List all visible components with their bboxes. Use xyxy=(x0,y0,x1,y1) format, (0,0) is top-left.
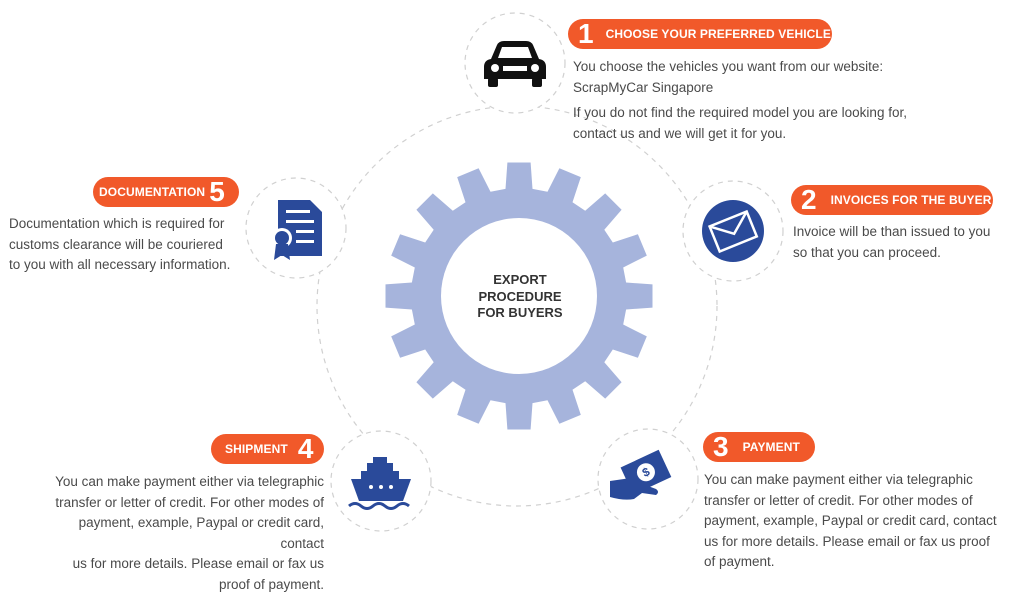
money-hand-icon: $ xyxy=(610,449,672,500)
step-3-number: 3 xyxy=(713,431,729,462)
step-5-badge: DOCUMENTATION 5 xyxy=(93,177,239,207)
ship-icon xyxy=(348,457,411,510)
document-icon xyxy=(272,200,322,260)
desc-line: If you do not find the required model yo… xyxy=(573,105,907,120)
desc-line: ScrapMyCar Singapore xyxy=(573,79,714,95)
envelope-icon xyxy=(702,200,764,262)
step-4-badge: SHIPMENT 4 xyxy=(211,434,324,464)
desc-line: us for more details. Please email or fax… xyxy=(72,556,324,571)
step-4-title: SHIPMENT xyxy=(225,442,288,456)
step-3-title: PAYMENT xyxy=(742,440,800,454)
desc-line: of payment. xyxy=(704,554,775,569)
desc-line: You choose the vehicles you want from ou… xyxy=(573,59,884,74)
desc-line: payment, example, Paypal or credit card,… xyxy=(704,513,997,528)
center-title-line: PROCEDURE xyxy=(478,288,562,304)
desc-line: payment, example, Paypal or credit card, xyxy=(78,515,324,530)
desc-line: contact us and we will get it for you. xyxy=(573,125,787,141)
desc-line: You can make payment either via telegrap… xyxy=(55,474,324,489)
step-1-title: CHOOSE YOUR PREFERRED VEHICLE xyxy=(605,27,831,41)
desc-line: transfer or letter of credit. For other … xyxy=(704,492,973,508)
desc-line: You can make payment either via telegrap… xyxy=(704,472,973,487)
step-1-number: 1 xyxy=(578,18,594,49)
step-5-title: DOCUMENTATION xyxy=(99,185,206,199)
step-5-number: 5 xyxy=(209,176,225,207)
desc-line: Documentation which is required for xyxy=(9,216,225,231)
car-icon xyxy=(484,41,546,87)
desc-line: so that you can proceed. xyxy=(793,244,941,260)
step-1-badge: 1 CHOOSE YOUR PREFERRED VEHICLE xyxy=(568,19,832,49)
desc-line: contact xyxy=(280,535,324,551)
gear-hub xyxy=(441,218,597,374)
step-3-description: You can make payment either via telegrap… xyxy=(704,470,1019,573)
step-4-description: You can make payment either via telegrap… xyxy=(14,472,324,595)
step-4-number: 4 xyxy=(297,433,314,464)
step-2-title: INVOICES FOR THE BUYER xyxy=(830,193,992,207)
desc-line: customs clearance will be couriered xyxy=(9,236,223,252)
step-3-badge: 3 PAYMENT xyxy=(703,432,815,462)
step-2-badge: 2 INVOICES FOR THE BUYER xyxy=(791,185,993,215)
center-title: EXPORT PROCEDURE FOR BUYERS xyxy=(460,272,580,322)
center-title-line: EXPORT xyxy=(493,272,547,287)
step-1-description: You choose the vehicles you want from ou… xyxy=(573,57,953,144)
desc-line: proof of payment. xyxy=(218,576,324,592)
center-title-line: FOR BUYERS xyxy=(477,305,563,320)
desc-line: Invoice will be than issued to you xyxy=(793,224,991,239)
desc-line: transfer or letter of credit. For other … xyxy=(55,494,324,510)
step-5-description: Documentation which is required for cust… xyxy=(9,214,259,276)
desc-line: to you with all necessary information. xyxy=(9,257,231,272)
desc-line: us for more details. Please email or fax… xyxy=(704,533,990,549)
step-2-number: 2 xyxy=(801,184,817,215)
step-2-description: Invoice will be than issued to you so th… xyxy=(793,222,1018,263)
